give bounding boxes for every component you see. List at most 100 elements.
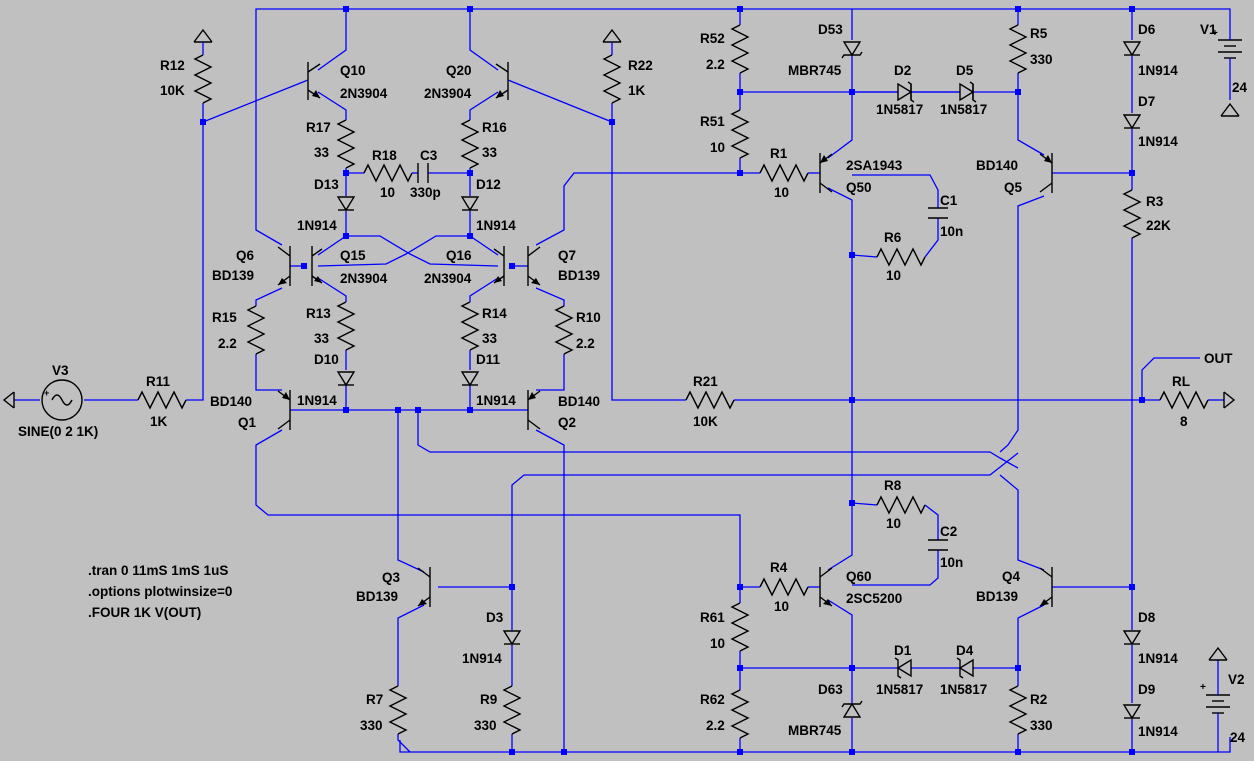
diode-D63[interactable] <box>841 700 863 718</box>
transistor-Q10[interactable] <box>307 62 321 100</box>
capacitor-C1[interactable] <box>928 207 948 219</box>
transistor-Q16[interactable] <box>493 246 505 286</box>
diode-D8[interactable] <box>1123 630 1141 645</box>
diode-D6[interactable] <box>1123 41 1141 56</box>
transistor-Q60[interactable] <box>819 567 833 607</box>
label-value: 24 <box>1232 80 1248 95</box>
resistor-R6[interactable] <box>876 248 926 266</box>
diode-D7[interactable] <box>1123 114 1141 129</box>
label-value: MBR745 <box>788 63 842 78</box>
label-ref: V1 <box>1200 22 1217 37</box>
label-ref: D10 <box>314 352 339 367</box>
resistor-R9[interactable] <box>503 685 521 735</box>
label-value: 24 <box>1230 730 1246 745</box>
diode-D12[interactable] <box>461 196 479 211</box>
diode-D1[interactable] <box>894 657 912 679</box>
diode-D9[interactable] <box>1123 704 1141 719</box>
resistor-R61[interactable] <box>731 602 749 652</box>
label-value: 1N914 <box>1138 724 1178 739</box>
svg-text:+: + <box>1200 682 1206 693</box>
capacitor-C3[interactable] <box>417 163 429 183</box>
resistor-R11[interactable] <box>137 391 187 409</box>
transistor-Q3[interactable] <box>417 567 431 607</box>
transistor-Q6[interactable] <box>277 246 291 286</box>
label-value: 1N5817 <box>940 682 987 697</box>
label-ref: R21 <box>693 374 718 389</box>
transistor-Q4[interactable] <box>1039 567 1053 607</box>
label-value: 2SA1943 <box>846 158 903 173</box>
label-ref: D2 <box>894 63 911 78</box>
resistor-R4[interactable] <box>759 578 809 596</box>
resistor-R14[interactable] <box>461 301 479 351</box>
resistor-R3[interactable] <box>1123 189 1141 239</box>
capacitor-C2[interactable] <box>928 539 948 551</box>
resistor-R15[interactable] <box>247 305 265 355</box>
wires <box>14 8 1231 753</box>
diode-D10[interactable] <box>337 371 355 386</box>
resistor-R2[interactable] <box>1009 685 1027 735</box>
resistor-R1[interactable] <box>759 164 809 182</box>
transistor-Q2[interactable] <box>527 390 541 430</box>
resistor-R12[interactable] <box>194 54 212 104</box>
label-value: 33 <box>482 331 498 346</box>
resistor-R22[interactable] <box>603 54 621 104</box>
label-ref: R2 <box>1030 692 1047 707</box>
label-value: 2.2 <box>706 57 725 72</box>
voltage-source-V3[interactable]: + <box>41 379 83 421</box>
label-value: 2.2 <box>706 718 725 733</box>
diode-D53[interactable] <box>841 41 863 59</box>
label-value: 1N914 <box>1138 651 1178 666</box>
label-ref: Q60 <box>846 569 872 584</box>
transistor-Q15[interactable] <box>311 246 323 286</box>
resistor-R10[interactable] <box>555 305 573 355</box>
label-value: 10 <box>710 140 725 155</box>
resistor-RL[interactable] <box>1159 391 1209 409</box>
transistor-Q7[interactable] <box>527 246 541 286</box>
label-ref: R3 <box>1146 194 1164 209</box>
resistor-R17[interactable] <box>337 119 355 169</box>
label-ref: R17 <box>306 120 331 135</box>
label-value: 1N5817 <box>940 102 987 117</box>
diode-D5[interactable] <box>959 81 977 103</box>
resistor-R5[interactable] <box>1009 24 1027 74</box>
voltage-source-V2[interactable]: + <box>1200 682 1231 720</box>
junctions <box>200 6 1145 755</box>
diode-D2[interactable] <box>897 81 915 103</box>
transistor-Q50[interactable] <box>819 153 833 193</box>
label-value: BD139 <box>976 589 1018 604</box>
label-value: BD139 <box>356 589 398 604</box>
resistor-R51[interactable] <box>731 109 749 159</box>
label-ref: C3 <box>420 148 438 163</box>
label-value: 330p <box>410 185 441 200</box>
resistor-R16[interactable] <box>461 119 479 169</box>
label-ref: Q5 <box>1004 180 1023 195</box>
transistor-Q20[interactable] <box>495 62 509 100</box>
label-value: 10n <box>940 555 963 570</box>
diode-D4[interactable] <box>956 657 974 679</box>
label-ref: RL <box>1172 374 1190 389</box>
label-value: BD140 <box>558 394 600 409</box>
diode-D13[interactable] <box>337 196 355 211</box>
label-value: 10 <box>886 516 901 531</box>
label-value: 330 <box>474 718 497 733</box>
resistor-R21[interactable] <box>685 391 735 409</box>
transistor-Q1[interactable] <box>277 390 291 430</box>
resistor-R18[interactable] <box>363 164 413 182</box>
diode-D3[interactable] <box>503 630 521 645</box>
resistor-R7[interactable] <box>389 685 407 735</box>
label-ref: Q7 <box>558 248 576 263</box>
diode-D11[interactable] <box>461 371 479 386</box>
label-ref: R6 <box>884 230 902 245</box>
label-ref: D63 <box>818 682 843 697</box>
voltage-source-V1[interactable]: + <box>1212 25 1243 71</box>
resistor-R8[interactable] <box>876 496 926 514</box>
resistor-R13[interactable] <box>337 301 355 351</box>
component-labels: R12 10K R22 1K Q10 2N3904 Q20 2N3904 R17… <box>18 22 1248 745</box>
label-value: 2.2 <box>576 336 595 351</box>
label-ref: D9 <box>1138 682 1155 697</box>
resistor-R62[interactable] <box>731 689 749 739</box>
label-ref: R10 <box>576 310 601 325</box>
label-ref: R62 <box>700 692 725 707</box>
transistor-Q5[interactable] <box>1039 153 1053 193</box>
resistor-R52[interactable] <box>731 24 749 74</box>
